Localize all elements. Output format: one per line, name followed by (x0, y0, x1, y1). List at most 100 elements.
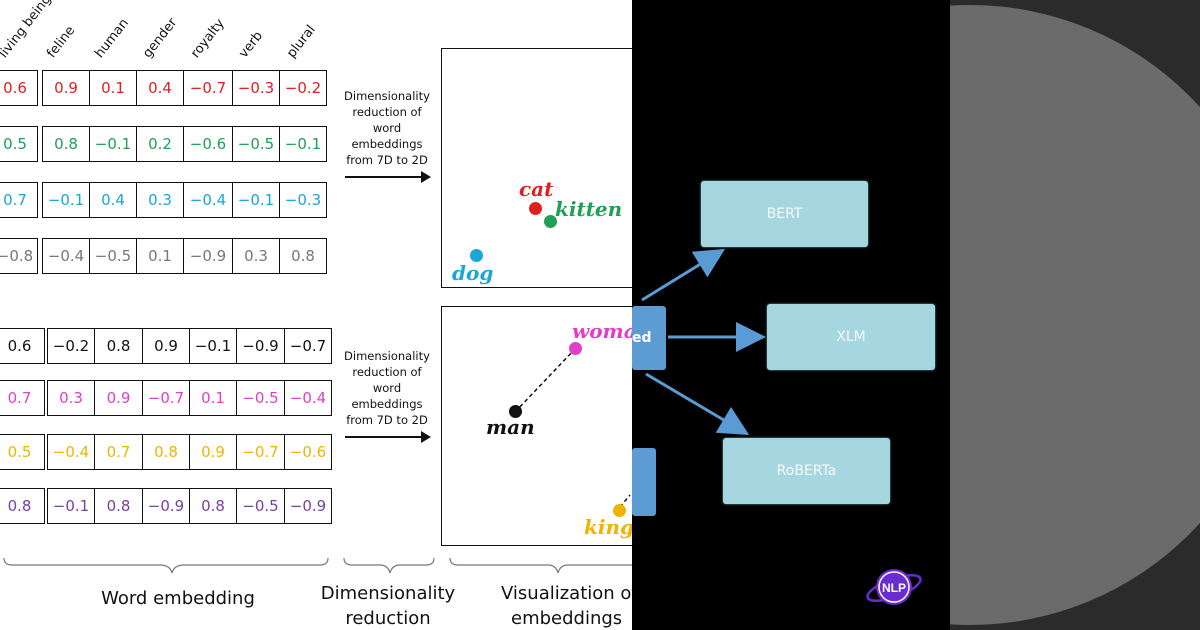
cell-value: −0.8 (0, 247, 34, 265)
table-cell: 0.6 (0, 70, 38, 106)
partial-model-box[interactable] (632, 448, 656, 516)
cell-value: 0.1 (148, 247, 172, 265)
woman-point (569, 342, 582, 355)
reduction-arrowhead-top (421, 171, 431, 183)
table-cell: −0.9 (142, 488, 190, 524)
table-cell: −0.9 (284, 488, 332, 524)
kitten-label: kitten (555, 197, 623, 221)
table-cell: −0.1 (279, 126, 327, 162)
table-cell: −0.5 (232, 126, 280, 162)
kitten-point (544, 215, 557, 228)
man-woman-dashed-line (514, 348, 631, 508)
man-label: man (486, 415, 535, 439)
cell-value: 0.1 (101, 79, 125, 97)
roberta-box[interactable]: RoBERTa (723, 438, 890, 504)
table-cell: 0.3 (47, 380, 95, 416)
table-cell: −0.7 (183, 70, 233, 106)
table-cell: 0.9 (142, 328, 190, 364)
table-cell: 0.4 (136, 70, 184, 106)
cell-value: 0.6 (7, 337, 32, 355)
table-cell: 0.8 (42, 126, 90, 162)
xlm-box[interactable]: XLM (767, 304, 935, 370)
reduction-arrowhead-bottom (421, 431, 431, 443)
reduction-label-top: Dimensionality reduction of word embeddi… (344, 89, 430, 167)
table-cell: −0.9 (183, 238, 233, 274)
reduction-label-bottom: Dimensionality reduction of word embeddi… (344, 349, 430, 427)
cell-value: −0.5 (94, 247, 132, 265)
reduction-arrow-bottom (345, 436, 423, 438)
cell-value: −0.9 (242, 337, 279, 355)
cell-value: −0.9 (147, 497, 185, 515)
table-cell: 0.8 (189, 488, 237, 524)
table-cell: 0.6 (0, 328, 45, 364)
xlm-label: XLM (836, 329, 866, 345)
table-cell: 0.8 (0, 488, 45, 524)
cell-value: 0.7 (3, 191, 27, 209)
cell-value: 0.7 (106, 443, 131, 461)
table-cell: 0.9 (94, 380, 143, 416)
cell-value: −0.5 (242, 497, 279, 515)
table-cell: 0.3 (232, 238, 280, 274)
bert-box[interactable]: BERT (701, 181, 868, 247)
bert-label: BERT (766, 206, 803, 222)
cell-value: −0.4 (289, 389, 327, 407)
top-2d-plot: cat kitten dog (441, 48, 632, 288)
table-cell: −0.5 (236, 380, 285, 416)
column-header-gender: gender (140, 15, 181, 61)
table-cell: 0.5 (0, 126, 38, 162)
cell-value: 0.8 (154, 443, 178, 461)
nlp-logo-text: NLP (882, 581, 906, 595)
grey-half-circle (950, 5, 1200, 625)
table-cell: 0.7 (0, 380, 45, 416)
table-cell: −0.7 (236, 434, 285, 470)
table-cell: −0.7 (142, 380, 190, 416)
cell-value: −0.1 (194, 337, 232, 355)
table-cell: −0.4 (284, 380, 332, 416)
table-cell: 0.8 (94, 488, 143, 524)
cell-value: 0.2 (148, 135, 172, 153)
cell-value: −0.1 (52, 497, 90, 515)
table-cell: −0.4 (42, 238, 90, 274)
nlp-planet-logo: NLP (866, 569, 922, 605)
column-header-royalty: royalty (188, 16, 228, 61)
cell-value: −0.4 (189, 191, 227, 209)
cell-value: 0.8 (106, 497, 131, 515)
table-cell: −0.6 (183, 126, 233, 162)
king-label: king (584, 515, 632, 539)
decorative-panel (950, 0, 1200, 630)
table-cell: −0.7 (284, 328, 332, 364)
column-header-feline: feline (44, 23, 79, 61)
dog-label: dog (452, 261, 494, 285)
source-model-box[interactable]: ed (632, 306, 666, 370)
table-cell: 0.1 (136, 238, 184, 274)
cell-value: 0.5 (3, 135, 27, 153)
cell-value: 0.8 (106, 337, 131, 355)
table-cell: −0.8 (0, 238, 38, 274)
table-cell: 0.7 (94, 434, 143, 470)
table-cell: 0.1 (189, 380, 237, 416)
cell-value: 0.5 (7, 443, 32, 461)
table-cell: −0.1 (189, 328, 237, 364)
dim-reduction-label-1: Dimensionality (320, 583, 456, 604)
table-cell: −0.6 (284, 434, 332, 470)
table-cell: −0.2 (47, 328, 95, 364)
cat-point (529, 202, 542, 215)
table-cell: 0.1 (89, 70, 137, 106)
cell-value: −0.1 (94, 135, 132, 153)
cell-value: 0.9 (106, 389, 131, 407)
cell-value: −0.7 (189, 79, 227, 97)
table-cell: −0.1 (232, 182, 280, 218)
table-cell: −0.5 (89, 238, 137, 274)
table-cell: −0.5 (236, 488, 285, 524)
dim-reduction-label-2: reduction (345, 608, 431, 629)
king-point (613, 504, 626, 517)
cell-value: −0.1 (237, 191, 275, 209)
man-point (509, 405, 522, 418)
cell-value: −0.7 (147, 389, 185, 407)
table-cell: 0.9 (42, 70, 90, 106)
word-embedding-label: Word embedding (101, 588, 255, 609)
table-cell: 0.8 (142, 434, 190, 470)
cell-value: −0.9 (289, 497, 327, 515)
table-cell: 0.4 (89, 182, 137, 218)
